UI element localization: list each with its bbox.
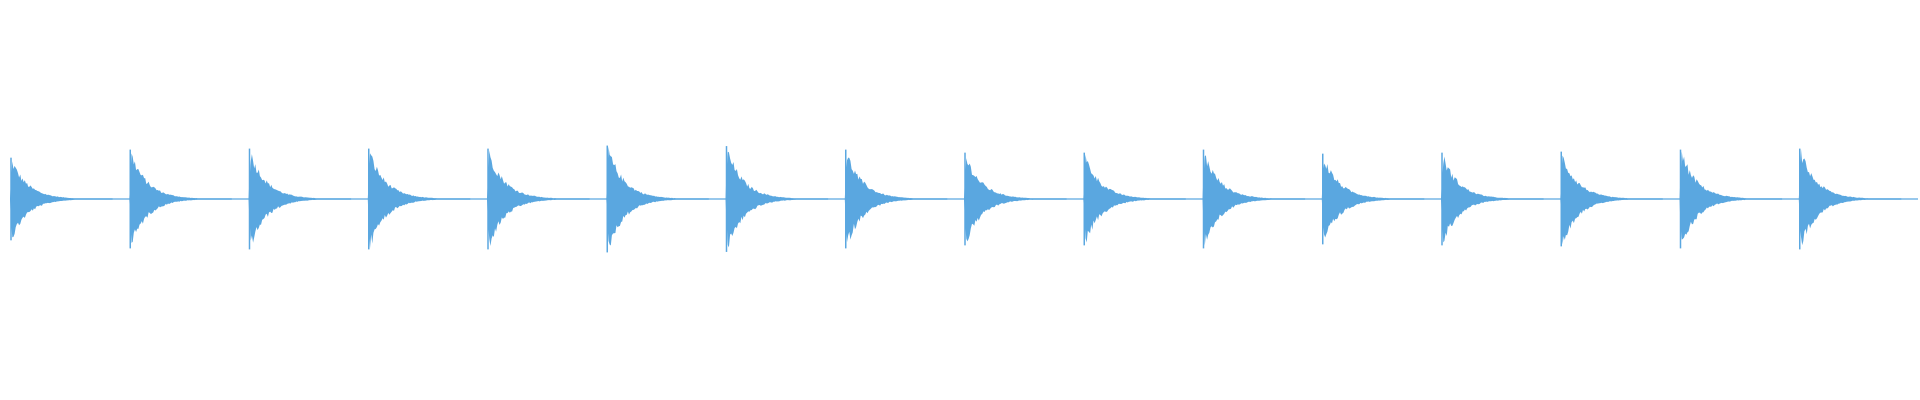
waveform-hit-12 xyxy=(1321,163,1425,238)
waveform-hit-13 xyxy=(1441,156,1544,243)
waveform-hit-8 xyxy=(844,157,948,243)
waveform-hit-14 xyxy=(1560,155,1663,245)
waveform-hit-6 xyxy=(606,146,709,246)
waveform-hit-10 xyxy=(1083,154,1186,243)
waveform-hit-15 xyxy=(1679,151,1783,240)
waveform-hit-16 xyxy=(1798,149,1902,246)
waveform-hit-5 xyxy=(487,150,590,246)
waveform-hit-11 xyxy=(1202,155,1306,246)
waveform-hit-2 xyxy=(129,153,232,243)
waveform-hit-9 xyxy=(964,158,1067,242)
waveform-hit-4 xyxy=(367,153,471,249)
waveform-hit-3 xyxy=(248,154,352,243)
waveform-hit-7 xyxy=(725,151,829,248)
waveform-hit-1 xyxy=(10,161,113,238)
